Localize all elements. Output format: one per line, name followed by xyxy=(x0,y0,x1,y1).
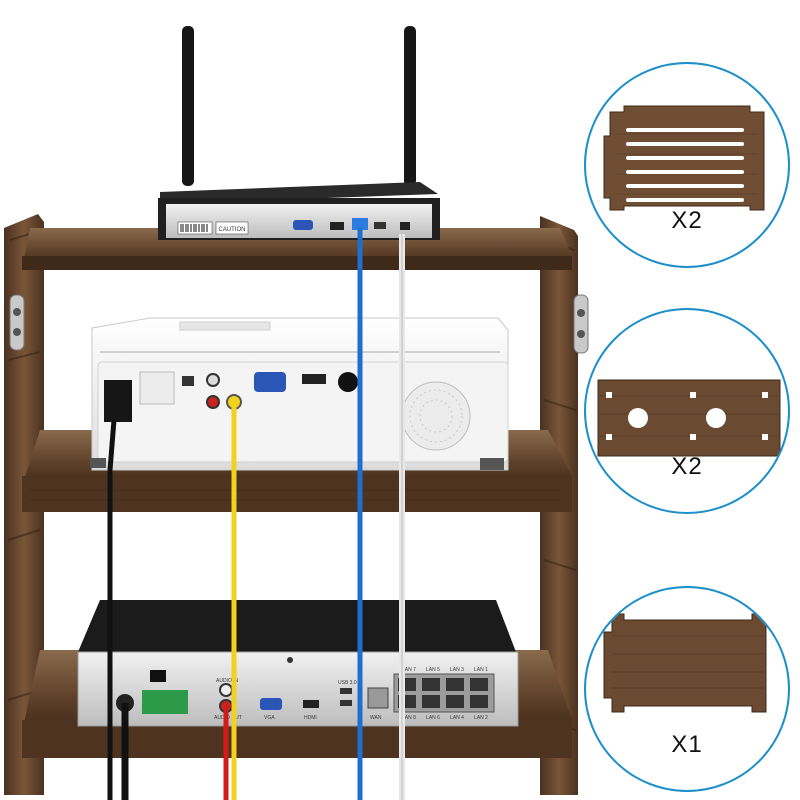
router-ethernet-port xyxy=(352,218,368,230)
part-badge-mounting-plate: X2 xyxy=(584,308,790,514)
lan-label: LAN 3 xyxy=(450,667,464,673)
nvr-wan-port xyxy=(367,687,389,709)
nvr-alarm-terminal xyxy=(142,690,188,714)
port-label: AUDIO IN xyxy=(216,678,239,684)
projector-lens-knob xyxy=(338,372,358,392)
router-hdmi-port xyxy=(330,222,344,230)
projector-usb-port xyxy=(182,376,194,386)
nvr-hdmi-port xyxy=(303,700,319,708)
lan-label: LAN 1 xyxy=(474,667,488,673)
projector-power-cable xyxy=(107,419,117,800)
part-badge-solid-panel: X1 xyxy=(584,586,790,792)
part-badge-slatted-panel: X2 xyxy=(584,62,790,268)
lan-label: LAN 7 xyxy=(402,667,416,673)
projector-speaker-grille xyxy=(401,381,471,451)
wifi-router: CAUTION xyxy=(158,26,440,240)
barcode xyxy=(180,224,208,232)
router-usb-port xyxy=(374,222,386,229)
nvr-vga-port xyxy=(260,698,282,710)
projector xyxy=(90,317,509,471)
projector-hdmi-port xyxy=(302,374,326,384)
nvr-lan-ports xyxy=(393,673,495,713)
nvr-audio-in xyxy=(219,683,233,697)
port-label: VGA xyxy=(264,715,275,721)
projector-vga-port xyxy=(254,372,286,392)
projector-power-socket xyxy=(104,380,132,422)
router-power-port xyxy=(400,222,410,230)
nvr-recorder: LAN 7 LAN 5 LAN 3 LAN 1 LAN 8 LAN 6 LAN … xyxy=(77,600,519,727)
quantity-label: X1 xyxy=(671,731,703,758)
lan-label: LAN 8 xyxy=(402,715,416,721)
port-label: WAN xyxy=(370,715,382,721)
router-caution-label: CAUTION xyxy=(219,227,246,233)
slatted-panel-image xyxy=(603,105,765,211)
mounting-plate-image xyxy=(597,379,781,457)
port-label: HDMI xyxy=(304,715,317,721)
lan-label: LAN 2 xyxy=(474,715,488,721)
quantity-label: X2 xyxy=(671,453,703,480)
router-antenna-left xyxy=(182,26,194,186)
solid-panel-image xyxy=(603,613,767,713)
cables xyxy=(107,228,405,800)
port-label: USB 3.0 xyxy=(338,680,357,686)
nvr-power-switch xyxy=(150,670,166,682)
lan-label: LAN 6 xyxy=(426,715,440,721)
router-vga-port xyxy=(293,220,313,230)
quantity-label: X2 xyxy=(671,207,703,234)
router-antenna-right xyxy=(404,26,416,186)
lan-label: LAN 5 xyxy=(426,667,440,673)
lan-label: LAN 4 xyxy=(450,715,464,721)
